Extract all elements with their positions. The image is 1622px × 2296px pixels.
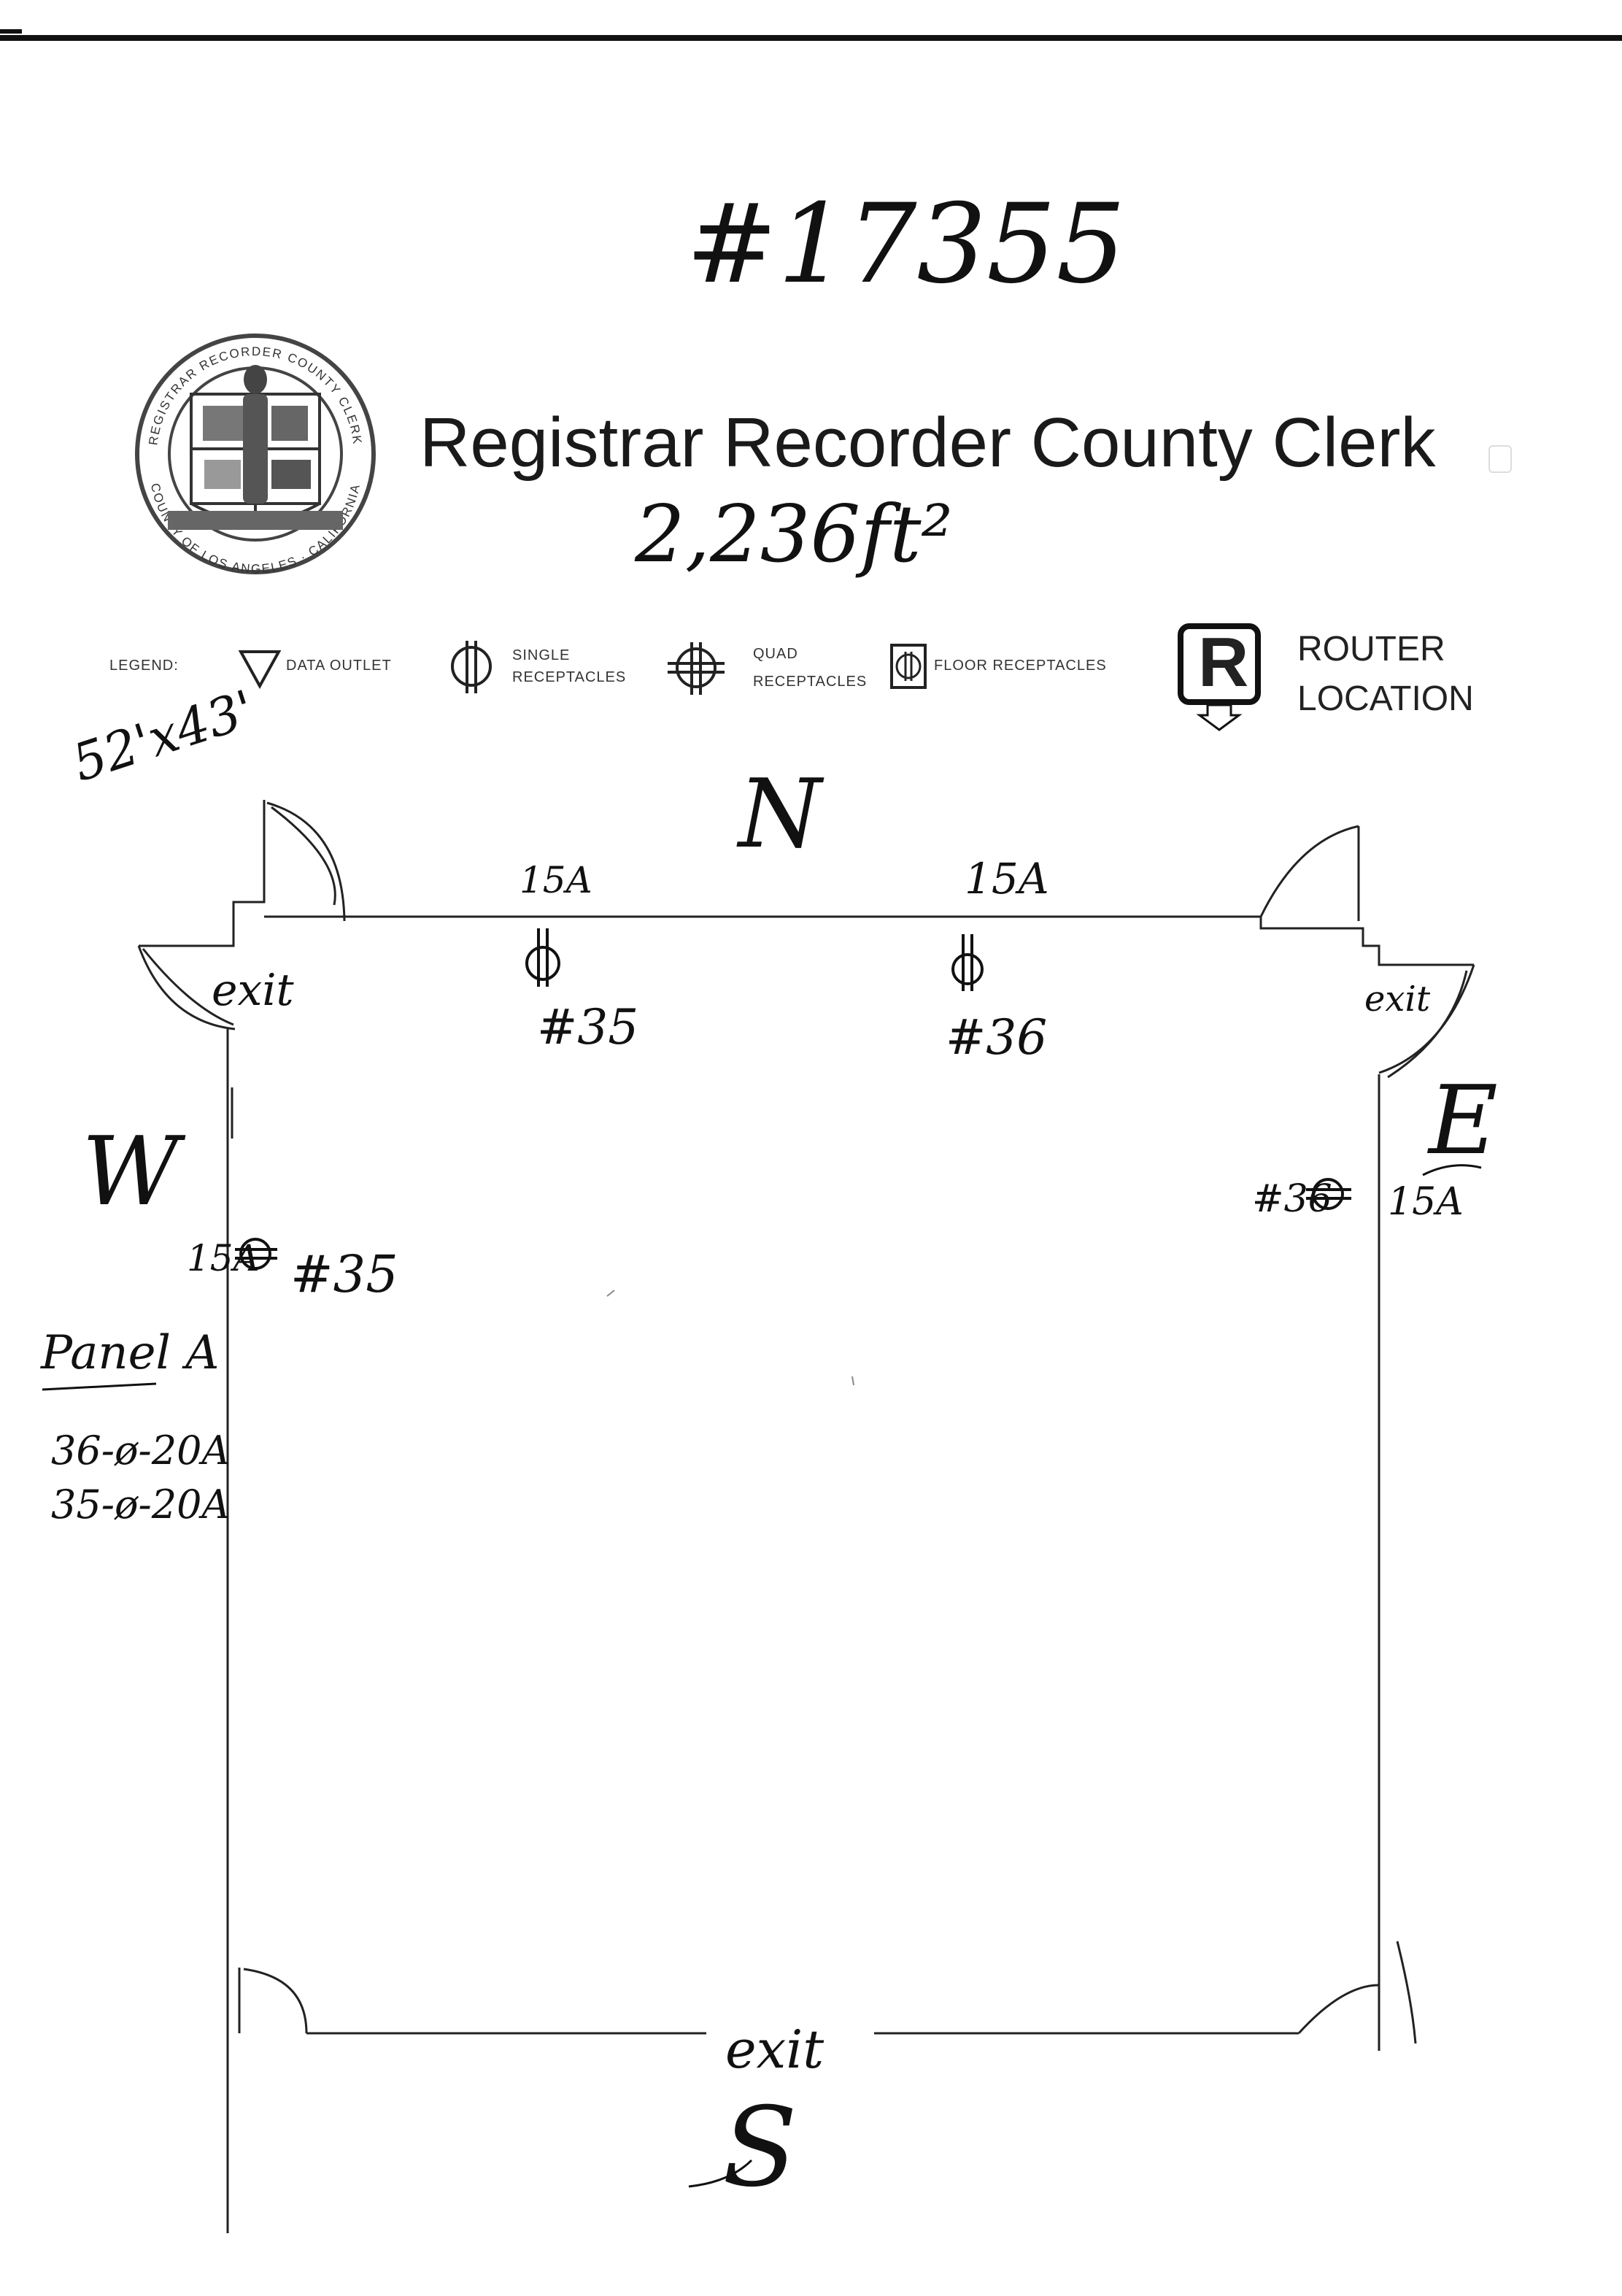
north-outlet-2-circuit: #36 bbox=[946, 1009, 1048, 1066]
router-letter: R bbox=[1198, 623, 1249, 701]
legend-label: LEGEND: bbox=[109, 658, 179, 674]
south-label: S bbox=[722, 2084, 798, 2211]
svg-text:REGISTRAR RECORDER COUNTY CLER: REGISTRAR RECORDER COUNTY CLERK bbox=[146, 344, 364, 446]
north-label: N bbox=[738, 758, 822, 869]
quad-receptacle-icon bbox=[668, 642, 725, 695]
top-left-mark bbox=[0, 29, 22, 34]
legend-quad-l2: RECEPTACLES bbox=[753, 674, 868, 690]
legend-data-outlet: DATA OUTLET bbox=[286, 658, 392, 674]
data-outlet-icon bbox=[238, 650, 282, 690]
floor-receptacle-icon bbox=[890, 644, 927, 689]
room-dimensions: 52'x43' bbox=[65, 678, 262, 794]
west-outlet-amp: 15A bbox=[187, 1237, 260, 1279]
panel-title: Panel A bbox=[41, 1326, 220, 1380]
outlet-symbols bbox=[235, 928, 1351, 1270]
legend-floor: FLOOR RECEPTACLES bbox=[934, 658, 1107, 674]
exit-northeast-label: exit bbox=[1364, 979, 1431, 1020]
east-label: E bbox=[1429, 1065, 1498, 1176]
west-outlet-circuit: #35 bbox=[290, 1244, 398, 1304]
job-number: #17355 bbox=[686, 181, 1126, 308]
legend-single-l1: SINGLE bbox=[512, 647, 571, 663]
panel-line-1: 36-ø-20A bbox=[51, 1428, 231, 1473]
single-receptacle-icon bbox=[451, 641, 492, 693]
north-outlet-1-amp: 15A bbox=[520, 859, 592, 901]
top-border bbox=[0, 35, 1622, 41]
east-outlet-circuit: #36 bbox=[1252, 1177, 1332, 1221]
exit-northwest-label: exit bbox=[212, 965, 294, 1016]
north-outlet-2-icon bbox=[951, 934, 984, 991]
scan-artifact bbox=[1488, 445, 1512, 473]
document-title: Registrar Recorder County Clerk bbox=[420, 404, 1436, 482]
legend-router-l2: LOCATION bbox=[1297, 679, 1474, 718]
area-label: 2,236ft² bbox=[635, 489, 953, 580]
legend-router-l1: ROUTER bbox=[1297, 630, 1445, 669]
west-label: W bbox=[82, 1116, 179, 1227]
east-outlet-amp: 15A bbox=[1388, 1180, 1464, 1224]
exit-south-label: exit bbox=[725, 2019, 824, 2080]
north-outlet-1-icon bbox=[525, 928, 560, 987]
north-outlet-2-amp: 15A bbox=[965, 854, 1049, 904]
north-outlet-1-circuit: #35 bbox=[537, 999, 639, 1055]
legend-quad-l1: QUAD bbox=[753, 646, 798, 662]
panel-line-2: 35-ø-20A bbox=[51, 1482, 231, 1528]
legend-single-l2: RECEPTACLES bbox=[512, 669, 627, 685]
svg-text:COUNTY OF LOS ANGELES · CALIFO: COUNTY OF LOS ANGELES · CALIFORNIA bbox=[148, 482, 363, 576]
